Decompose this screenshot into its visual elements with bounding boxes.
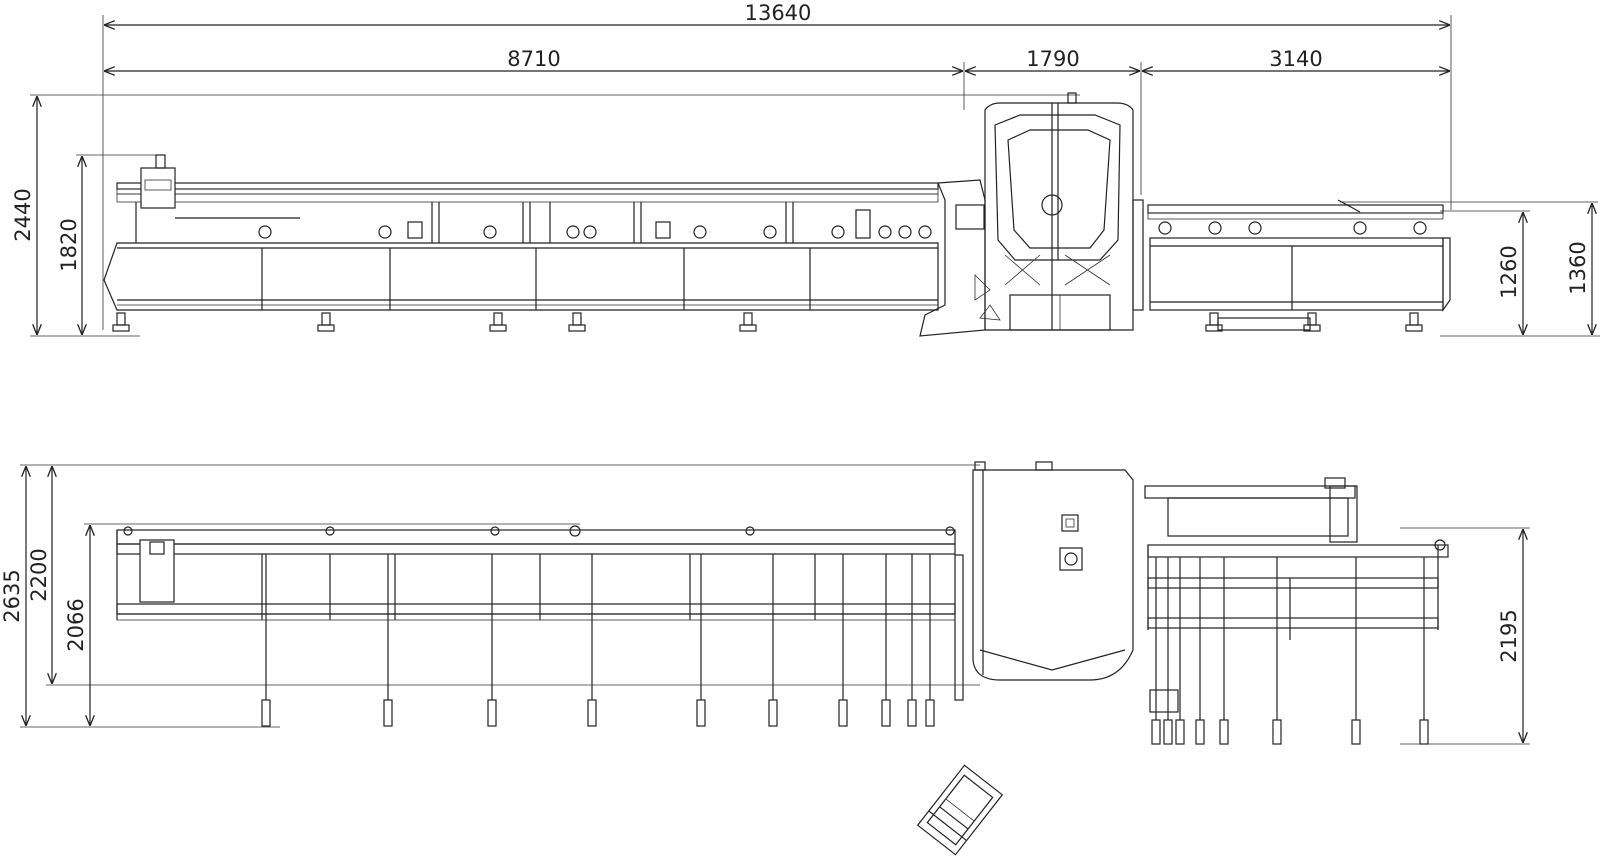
dim-label-feed-length: 8710 — [507, 47, 560, 71]
control-pedestal — [916, 764, 1004, 856]
infeed-feet — [112, 312, 757, 332]
infeed-support-legs — [261, 554, 935, 727]
dimension-side-outfeed-top-height: 1360 — [1340, 201, 1598, 335]
outfeed-conveyor-side — [1132, 199, 1451, 332]
top-view — [116, 461, 1449, 856]
dimension-side-total-height: 2440 — [11, 94, 1080, 337]
dim-label-top-total-depth: 2635 — [0, 569, 24, 622]
dim-label-overall-length: 13640 — [745, 1, 812, 25]
dim-label-side-total-height: 2440 — [11, 188, 35, 241]
dim-label-top-infeed-depth: 2066 — [64, 598, 88, 651]
outfeed-conveyor-top — [1144, 477, 1449, 745]
dimension-top-machine-depth: 2200 — [27, 466, 980, 686]
dimension-overall-length: 13640 — [102, 1, 1452, 330]
cutting-machine-side — [919, 92, 1134, 337]
cutting-machine-top — [972, 461, 1134, 681]
dimension-machine-length: 1790 — [965, 47, 1140, 71]
dim-label-top-machine-depth: 2200 — [27, 548, 51, 601]
dim-label-machine-length: 1790 — [1026, 47, 1079, 71]
dimension-outfeed-length: 3140 — [1142, 47, 1450, 71]
dimension-side-outfeed-height: 1260 — [1440, 210, 1600, 337]
outfeed-support-legs — [1151, 557, 1429, 745]
dim-label-side-outfeed-top-height: 1360 — [1566, 241, 1590, 294]
dim-label-side-outfeed-height: 1260 — [1497, 245, 1521, 298]
dimension-top-total-depth: 2635 — [0, 464, 980, 728]
dimension-side-infeed-height: 1820 — [57, 154, 160, 335]
infeed-conveyor-top — [116, 525, 964, 727]
infeed-conveyor-side — [103, 154, 939, 332]
dim-label-outfeed-length: 3140 — [1269, 47, 1322, 71]
dim-label-top-outfeed-depth: 2195 — [1497, 609, 1521, 662]
dim-label-side-infeed-height: 1820 — [57, 218, 81, 271]
infeed-rollers — [258, 209, 932, 239]
dimension-feed-length: 8710 — [104, 47, 1142, 195]
side-view — [103, 92, 1451, 337]
dimension-top-outfeed-depth: 2195 — [1400, 527, 1530, 745]
dimension-top-infeed-depth: 2066 — [64, 523, 580, 726]
